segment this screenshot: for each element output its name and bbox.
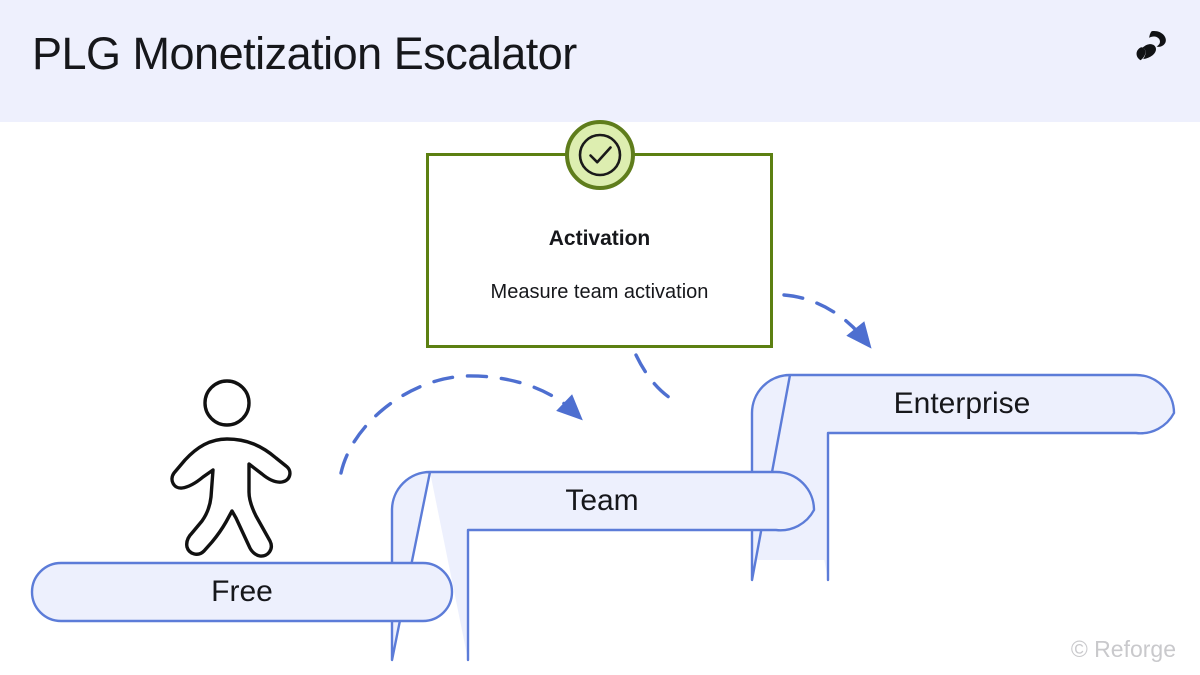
callout-title: Activation [548,227,651,250]
header-band [0,0,1200,122]
step-enterprise[interactable] [750,373,1176,582]
page-title: PLG Monetization Escalator [32,28,577,79]
walking-person-icon [170,379,292,558]
step-label-free: Free [211,575,273,608]
arrow-callout-down-left [634,353,680,405]
check-circle-icon [563,118,637,192]
callout-subtitle: Measure team activation [490,281,709,303]
arrow-free-to-team [339,374,583,475]
step-label-enterprise: Enterprise [893,387,1031,420]
reforge-logo-icon [1131,26,1171,66]
arrow-team-to-enterprise [782,293,872,349]
copyright-credit: © Reforge [1070,636,1176,662]
step-free[interactable] [30,561,454,623]
step-label-team: Team [565,484,639,517]
step-team[interactable] [390,470,816,662]
